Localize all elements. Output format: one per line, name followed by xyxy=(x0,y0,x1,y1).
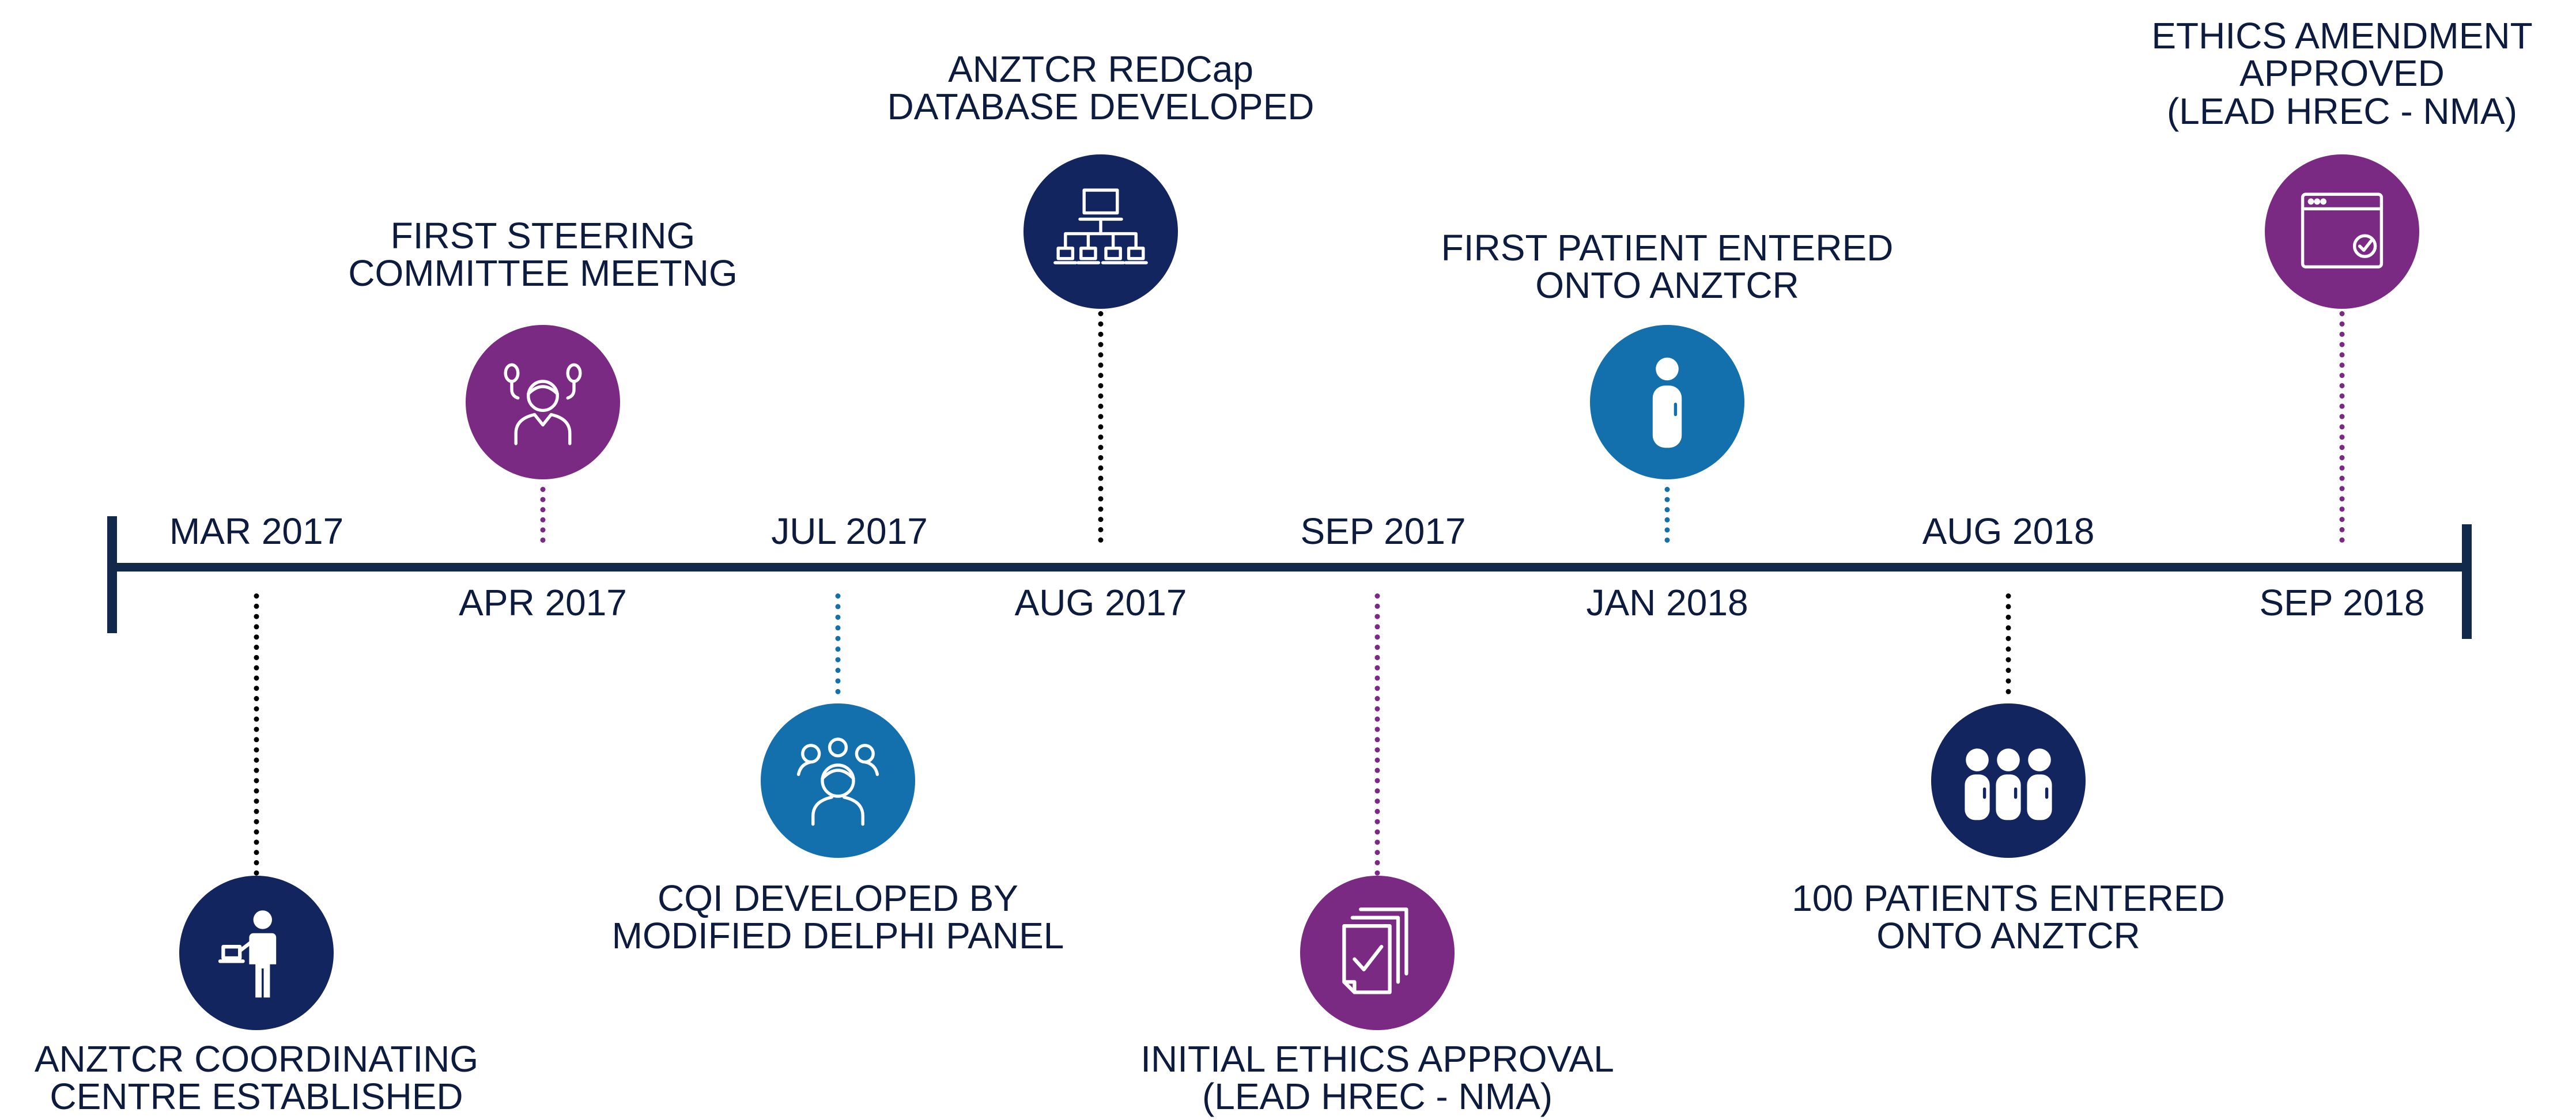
people-icon xyxy=(1956,729,2060,833)
network-icon xyxy=(1049,180,1153,283)
event-caption-line: FIRST PATIENT ENTERED xyxy=(1441,227,1894,268)
event-caption-line: DATABASE DEVELOPED xyxy=(887,86,1315,128)
event-date: AUG 2018 xyxy=(1922,510,2095,552)
event-date: JAN 2018 xyxy=(1586,582,1748,623)
connector-dotted-line xyxy=(1664,487,1670,543)
event-date: MAR 2017 xyxy=(169,510,344,552)
event-icon-circle xyxy=(1590,325,1744,479)
connector-dotted-line xyxy=(2005,593,2011,694)
timeline-axis xyxy=(111,563,2465,572)
event-icon-circle xyxy=(179,876,334,1030)
panel-icon xyxy=(786,729,890,833)
event-date: APR 2017 xyxy=(459,582,627,623)
event-icon-circle xyxy=(466,325,620,479)
event-caption-line: ANZTCR COORDINATING xyxy=(34,1038,479,1080)
axis-end-cap xyxy=(2462,524,2472,639)
connector-dotted-line xyxy=(1098,311,1104,543)
event-caption-line: ONTO ANZTCR xyxy=(1535,264,1799,307)
event-icon-circle xyxy=(1023,154,1178,309)
event-date: SEP 2017 xyxy=(1300,510,1466,552)
event-caption-line: FIRST STEERING xyxy=(390,215,696,256)
connector-dotted-line xyxy=(540,487,546,543)
event-caption-line: CQI DEVELOPED BY xyxy=(658,877,1018,919)
event-date: AUG 2017 xyxy=(1014,582,1187,623)
group-icon xyxy=(491,350,595,454)
event-caption: INITIAL ETHICS APPROVAL(LEAD HREC - NMA) xyxy=(1140,1040,1614,1116)
presenter-icon xyxy=(205,901,308,1005)
connector-dotted-line xyxy=(1374,593,1380,876)
axis-start-cap xyxy=(107,516,117,633)
event-caption-line: INITIAL ETHICS APPROVAL xyxy=(1140,1038,1614,1080)
documents-check-icon xyxy=(1325,901,1429,1005)
person-icon xyxy=(1615,350,1719,454)
event-icon-circle xyxy=(761,703,915,858)
event-caption-line: COMMITTEE MEETNG xyxy=(348,252,738,294)
event-caption-line: ONTO ANZTCR xyxy=(1876,915,2140,957)
browser-check-icon xyxy=(2290,180,2394,283)
event-icon-circle xyxy=(1931,703,2086,858)
event-icon-circle xyxy=(2265,154,2419,309)
event-caption-line: APPROVED xyxy=(2239,52,2445,94)
event-caption-line: MODIFIED DELPHI PANEL xyxy=(611,915,1064,957)
event-caption-line: (LEAD HREC - NMA) xyxy=(1202,1076,1553,1118)
event-date: SEP 2018 xyxy=(2259,582,2425,623)
event-caption-line: 100 PATIENTS ENTERED xyxy=(1792,877,2225,919)
event-caption-line: (LEAD HREC - NMA) xyxy=(2166,90,2518,132)
connector-dotted-line xyxy=(2339,311,2345,543)
event-icon-circle xyxy=(1300,876,1455,1030)
connector-dotted-line xyxy=(254,593,259,876)
connector-dotted-line xyxy=(835,593,841,694)
event-date: JUL 2017 xyxy=(771,510,928,552)
event-caption-line: ANZTCR REDCap xyxy=(948,48,1253,90)
event-caption-line: ETHICS AMENDMENT xyxy=(2151,15,2533,56)
event-caption-line: CENTRE ESTABLISHED xyxy=(50,1076,463,1118)
